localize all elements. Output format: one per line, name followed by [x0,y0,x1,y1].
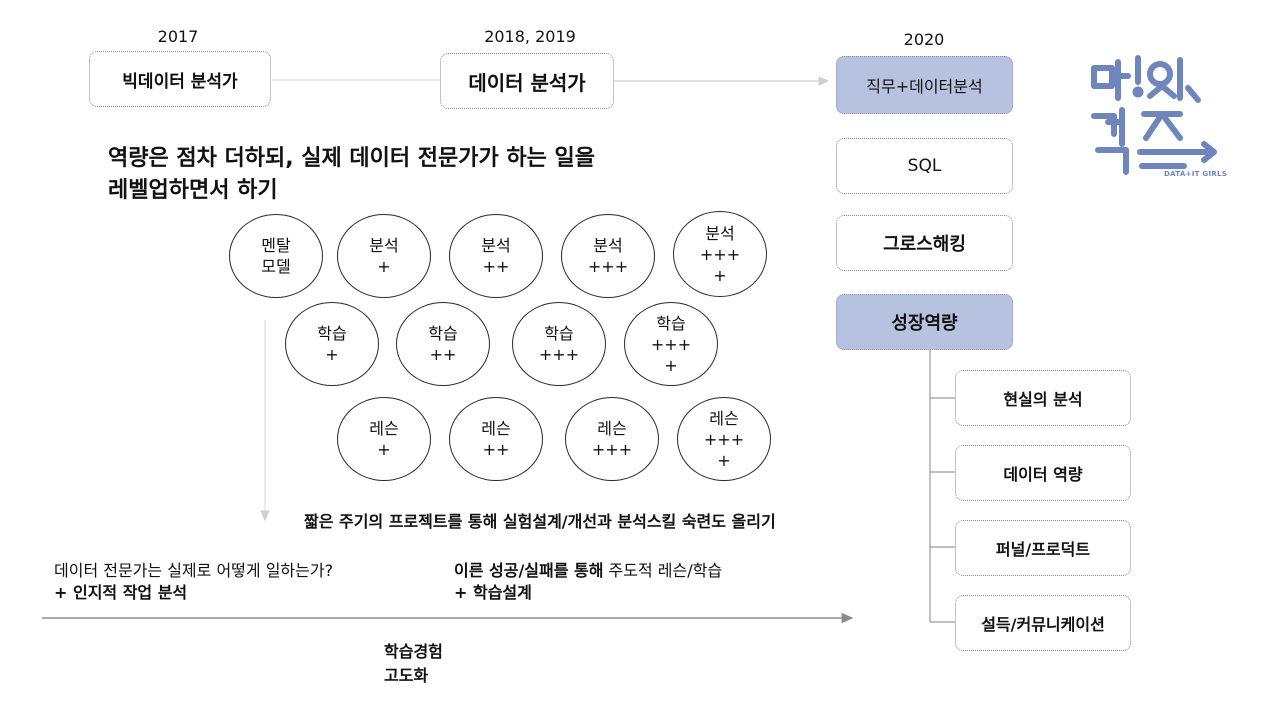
box-job-data-analysis-label: 직무+데이터분석 [866,77,983,96]
axis-label-line-1: 학습경험 [384,642,443,661]
box-data-capability: 데이터 역량 [955,445,1131,501]
circle-label: + [377,257,391,276]
circle-label: 레슨 [597,419,627,438]
circle-label: 분석 [593,236,623,255]
axis-label: 학습경험 고도화 [384,640,504,688]
year-2018-2019: 2018, 2019 [484,27,576,46]
circle-label: 분석 [369,236,399,255]
circle-lesson-4: 레슨 +++ + [677,397,771,481]
circle-analysis-2: 분석 ++ [449,214,543,298]
box-growth-capability-label: 성장역량 [891,313,958,334]
circle-learning-2: 학습 ++ [396,302,490,386]
circle-analysis-1: 분석 + [337,214,431,298]
circle-learning-4: 학습 +++ + [624,302,718,386]
main-heading: 역량은 점차 더하되, 실제 데이터 전문가가 하는 일을 레벨업하면서 하기 [108,143,728,207]
box-sql-label: SQL [907,156,942,176]
circle-label: 레슨 [709,408,739,428]
axis-label-line-2: 고도화 [384,666,429,685]
circle-analysis-4: 분석 +++ + [673,211,767,297]
circle-label: +++ [587,257,629,276]
right-note-rest: 주도적 레슨/학습 [603,561,723,580]
circle-lesson-2: 레슨 ++ [449,397,543,481]
box-data-analyst-label: 데이터 분석가 [468,70,586,95]
circle-label: 분석 [481,236,511,255]
box-job-data-analysis: 직무+데이터분석 [836,56,1013,114]
main-heading-line-2: 레벨업하면서 하기 [108,178,278,203]
main-heading-line-1: 역량은 점차 더하되, 실제 데이터 전문가가 하는 일을 [108,146,596,171]
circle-label: +++ [591,440,633,459]
circle-label: + [325,345,339,364]
box-growth-capability: 성장역량 [836,294,1013,350]
right-note: 이른 성공/실패를 통해 주도적 레슨/학습 + 학습설계 [454,560,854,604]
circle-label: 학습 [428,324,458,343]
circle-label: 멘탈 [261,236,291,255]
year-2020: 2020 [903,30,945,49]
left-note-line-1: 데이터 전문가는 실제로 어떻게 일하는가? [54,561,334,580]
circle-label: 학습 [656,313,686,333]
circle-label: 레슨 [369,419,399,438]
box-big-data-analyst: 빅데이터 분석가 [89,51,271,107]
circle-lesson-3: 레슨 +++ [565,397,659,481]
right-note-bold: 이른 성공/실패를 통해 [454,561,604,580]
logo-caption: DATA+IT GIRLS [1164,170,1228,178]
box-funnel-product: 퍼널/프로덕트 [955,520,1131,576]
box-real-analysis: 현실의 분석 [955,370,1131,426]
box-persuasion-communication: 설득/커뮤니케이션 [955,595,1131,651]
circle-label: 모델 [261,257,291,276]
box-sql: SQL [836,138,1013,194]
circle-label: + [717,450,731,470]
box-real-analysis-label: 현실의 분석 [1003,390,1083,409]
right-note-line-2: + 학습설계 [454,583,532,602]
left-note: 데이터 전문가는 실제로 어떻게 일하는가? + 인지적 작업 분석 [54,560,454,604]
circle-label: +++ [538,345,580,364]
box-funnel-product-label: 퍼널/프로덕트 [995,540,1091,559]
box-growth-hacking: 그로스해킹 [836,215,1013,271]
year-2017: 2017 [157,27,199,46]
circle-learning-3: 학습 +++ [512,302,606,386]
circle-label: ++ [482,257,510,276]
circle-label: + [664,355,678,375]
circle-label: +++ [650,334,692,354]
data-it-girls-logo: DATA+IT GIRLS [1088,52,1228,184]
logo-mark-icon [1091,55,1217,175]
circle-label: 레슨 [481,419,511,438]
left-note-line-2: + 인지적 작업 분석 [54,583,188,602]
right-note-line-1: 이른 성공/실패를 통해 주도적 레슨/학습 [454,560,854,582]
box-big-data-analyst-label: 빅데이터 분석가 [122,71,238,92]
box-data-analyst: 데이터 분석가 [440,53,614,109]
cycle-description: 짧은 주기의 프로젝트를 통해 실험설계/개선과 분석스킬 숙련도 올리기 [304,512,776,531]
circle-label: 학습 [317,324,347,343]
circle-lesson-1: 레슨 + [337,397,431,481]
circle-label: + [713,265,727,285]
circle-label: 분석 [705,223,735,243]
circle-label: +++ [699,244,741,264]
circle-analysis-3: 분석 +++ [561,214,655,298]
circle-label: ++ [482,440,510,459]
circle-label: ++ [429,345,457,364]
circle-mental-model: 멘탈 모델 [229,214,323,298]
box-data-capability-label: 데이터 역량 [1003,465,1083,484]
box-growth-hacking-label: 그로스해킹 [883,234,966,255]
circle-label: + [377,440,391,459]
circle-learning-1: 학습 + [285,302,379,386]
circle-label: +++ [703,429,745,449]
circle-label: 학습 [544,324,574,343]
box-persuasion-communication-label: 설득/커뮤니케이션 [981,615,1105,634]
